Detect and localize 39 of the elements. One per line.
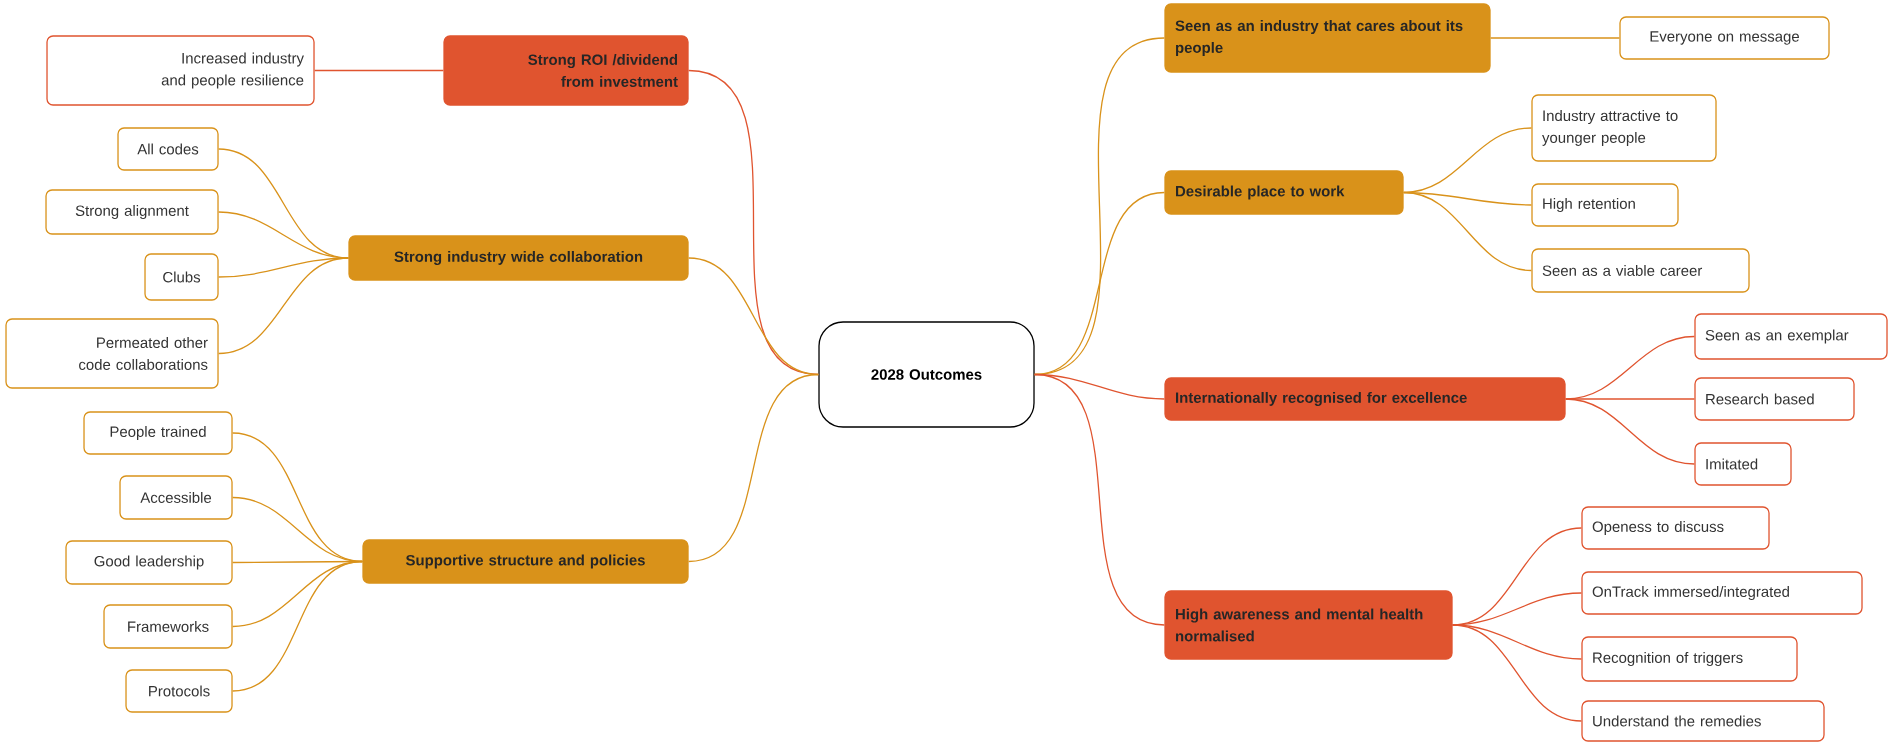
subtopic-box: People trained xyxy=(83,411,233,455)
connector xyxy=(1565,398,1695,400)
subtopic-box: Everyone on message xyxy=(1619,16,1830,60)
subtopic-box: Industry attractive to younger people xyxy=(1531,94,1717,162)
subtopic-box: Good leadership xyxy=(65,540,233,585)
subtopic-box: Protocols xyxy=(125,669,233,713)
subtopic-box: Seen as a viable career xyxy=(1531,248,1750,293)
topic-box: Strong ROI /dividend from investment xyxy=(443,35,689,106)
subtopic-box: All codes xyxy=(117,127,219,171)
connector xyxy=(1452,624,1582,722)
connector xyxy=(314,69,444,72)
connector xyxy=(232,560,363,692)
connector xyxy=(1490,37,1620,39)
topic-box: Strong industry wide collaboration xyxy=(348,235,689,281)
subtopic-box: Recognition of triggers xyxy=(1581,636,1798,682)
subtopic-box: OnTrack immersed/integrated xyxy=(1581,571,1863,615)
connector xyxy=(1403,191,1532,272)
subtopic-box: Seen as an exemplar xyxy=(1694,313,1888,360)
connector xyxy=(1034,373,1165,626)
subtopic-box: Openess to discuss xyxy=(1581,506,1770,550)
connector xyxy=(218,257,349,355)
topic-box: Internationally recognised for excellence xyxy=(1164,377,1566,421)
subtopic-box: Imitated xyxy=(1694,442,1792,486)
subtopic-box: High retention xyxy=(1531,183,1679,227)
subtopic-box: Accessible xyxy=(119,475,233,520)
topic-box: High awareness and mental health normalised xyxy=(1164,590,1453,660)
topic-box: Desirable place to work xyxy=(1164,170,1404,215)
subtopic-box: Increased industry and people resilience xyxy=(46,35,315,106)
subtopic-box: Permeated other code collaborations xyxy=(5,318,219,389)
subtopic-box: Clubs xyxy=(144,253,219,301)
topic-box: Supportive structure and policies xyxy=(362,539,689,584)
subtopic-box: Strong alignment xyxy=(45,189,219,235)
connector xyxy=(1565,398,1695,465)
connector xyxy=(688,373,819,563)
subtopic-box: Research based xyxy=(1694,377,1855,421)
topic-box: Seen as an industry that cares about its people xyxy=(1164,3,1491,73)
central-topic: 2028 Outcomes xyxy=(818,321,1035,428)
subtopic-box: Understand the remedies xyxy=(1581,700,1825,742)
subtopic-box: Frameworks xyxy=(103,604,233,649)
